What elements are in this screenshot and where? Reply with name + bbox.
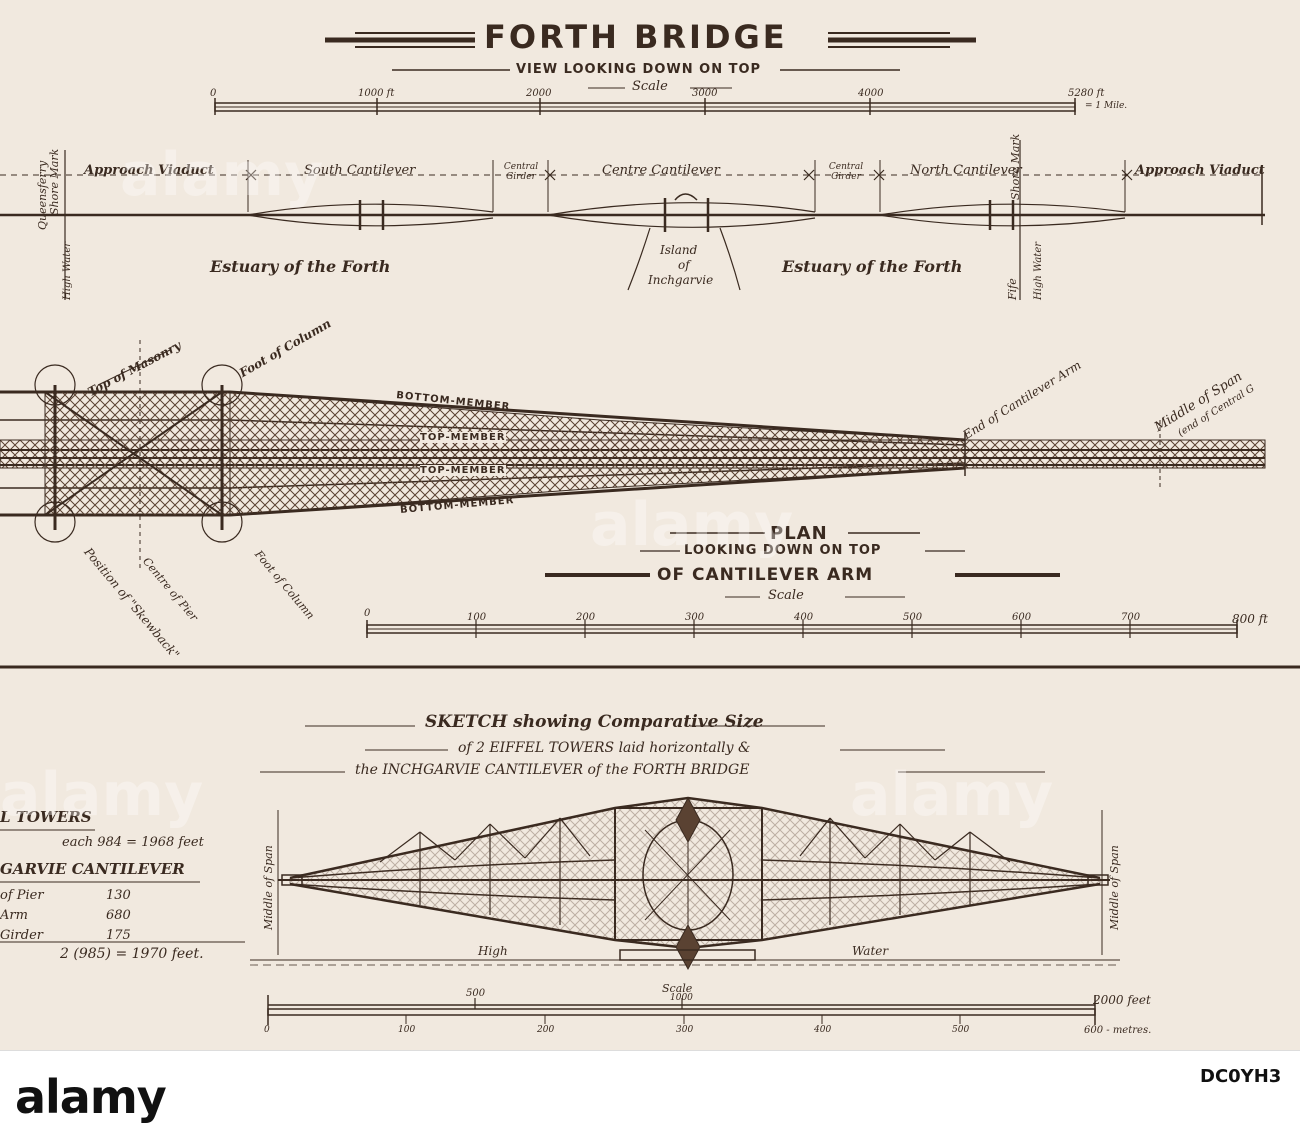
top-scale-tick: 2000	[526, 88, 552, 99]
section-label: Approach Viaduct	[1135, 163, 1265, 178]
table-total: 2 (985) = 1970 feet.	[60, 946, 204, 962]
metre-tick: 500	[952, 1025, 970, 1035]
plan-scale-tick: 600	[1012, 612, 1032, 623]
section-markers	[245, 169, 1133, 181]
island-label: Island	[660, 243, 698, 257]
plan-scale-tick: 100	[467, 612, 487, 623]
section-label: South Cantilever	[304, 163, 416, 178]
image-id: DC0YH3	[1200, 1066, 1282, 1087]
plan-scale-label: Scale	[768, 588, 804, 603]
middle-of-span-label: Middle of Span	[1108, 845, 1121, 930]
table-heading: GARVIE CANTILEVER	[0, 860, 185, 878]
right-shore-label: High Water	[1033, 241, 1044, 300]
watermark-logo: alamy	[850, 760, 1054, 830]
cantilever-plan	[0, 340, 1266, 570]
alamy-logo: alamy	[15, 1070, 167, 1124]
main-title: FORTH BRIDGE	[484, 18, 788, 56]
feet-tick: 2000 feet	[1093, 993, 1151, 1007]
plan-scale-tick: 300	[685, 612, 705, 623]
metre-tick: 400	[814, 1025, 832, 1035]
section-label: Approach Viaduct	[84, 163, 214, 178]
title-rule-left	[325, 32, 475, 48]
sketch-title: SKETCH showing Comparative Size	[425, 712, 764, 732]
plan-scale-tick: 800 ft	[1232, 612, 1268, 626]
watermark-logo: alamy	[0, 760, 204, 830]
plan-scale-tick: 400	[794, 612, 814, 623]
top-scale-label: Scale	[632, 79, 668, 94]
right-shore-label: Shore Mark	[1009, 133, 1022, 200]
metre-tick: 300	[676, 1025, 694, 1035]
table-heading: L TOWERS	[0, 808, 92, 826]
top-scale-tick: 0	[210, 88, 217, 99]
table-row: each 984 = 1968 feet	[62, 835, 204, 850]
top-scale-tick: 1000 ft	[358, 88, 395, 99]
main-subtitle: VIEW LOOKING DOWN ON TOP	[516, 62, 762, 77]
watermark-logo: alamy	[120, 140, 324, 210]
section-label: Central Girder	[503, 162, 539, 182]
feet-tick: 1000	[670, 993, 693, 1003]
table-row-label: Girder	[0, 928, 43, 943]
high-water-label: Water	[852, 944, 889, 958]
table-row-value: 175	[106, 928, 131, 943]
estuary-label: Estuary of the Forth	[210, 257, 391, 276]
top-scale-tick: 3000	[692, 88, 718, 99]
plan-title: PLAN	[770, 523, 828, 544]
island-label: of	[678, 258, 690, 272]
metre-tick: 100	[398, 1025, 416, 1035]
plan-scale-tick: 500	[903, 612, 923, 623]
top-scale-tick: 5280 ft	[1068, 88, 1105, 99]
estuary-label: Estuary of the Forth	[782, 257, 963, 276]
island-label: Inchgarvie	[648, 273, 714, 287]
plan-label: TOP-MEMBER	[420, 432, 506, 443]
sketch-title: the INCHGARVIE CANTILEVER of the FORTH B…	[355, 762, 750, 778]
table-row-label: of Pier	[0, 888, 44, 903]
footer-strip	[0, 1050, 1300, 1145]
top-scale-tick: 4000	[858, 88, 884, 99]
middle-of-span-label: Middle of Span	[262, 845, 275, 930]
section-label: Central Girder	[828, 162, 864, 182]
plan-scale-bar	[366, 620, 1238, 638]
sketch-title: of 2 EIFFEL TOWERS laid horizontally &	[458, 740, 751, 756]
metre-tick: 600 - metres.	[1084, 1025, 1152, 1036]
plan-scale-tick: 700	[1121, 612, 1141, 623]
section-label: North Cantilever	[910, 163, 1022, 178]
top-scale-tick: = 1 Mile.	[1085, 101, 1128, 111]
plan-scale-tick: 0	[364, 608, 371, 619]
high-water-label: High	[478, 944, 508, 958]
metre-tick: 200	[537, 1025, 555, 1035]
watermark-logo: alamy	[590, 490, 794, 560]
table-row-value: 130	[106, 888, 131, 903]
plan-scale-tick: 200	[576, 612, 596, 623]
title-rule-right	[828, 32, 976, 48]
right-shore-label: Fife	[1006, 278, 1019, 300]
cantilever-sketch	[250, 796, 1120, 971]
bridge-overview	[0, 140, 1265, 300]
plan-subtitle: OF CANTILEVER ARM	[657, 565, 874, 585]
feet-tick: 500	[466, 988, 486, 999]
plan-label: TOP-MEMBER	[420, 465, 506, 476]
sketch-scale-label: Scale	[662, 982, 693, 995]
engineering-drawing	[0, 32, 1300, 1025]
section-label: Centre Cantilever	[602, 163, 720, 178]
sketch-scale-bar	[267, 995, 1096, 1025]
table-row-value: 680	[106, 908, 131, 923]
metre-tick: 0	[264, 1025, 270, 1035]
top-scale-bar	[214, 98, 1076, 115]
plan-subtitle: LOOKING DOWN ON TOP	[684, 543, 882, 558]
table-row-label: Arm	[0, 908, 28, 923]
left-shore-label: High Water	[62, 241, 73, 300]
left-shore-label: Shore Mark	[48, 148, 61, 215]
